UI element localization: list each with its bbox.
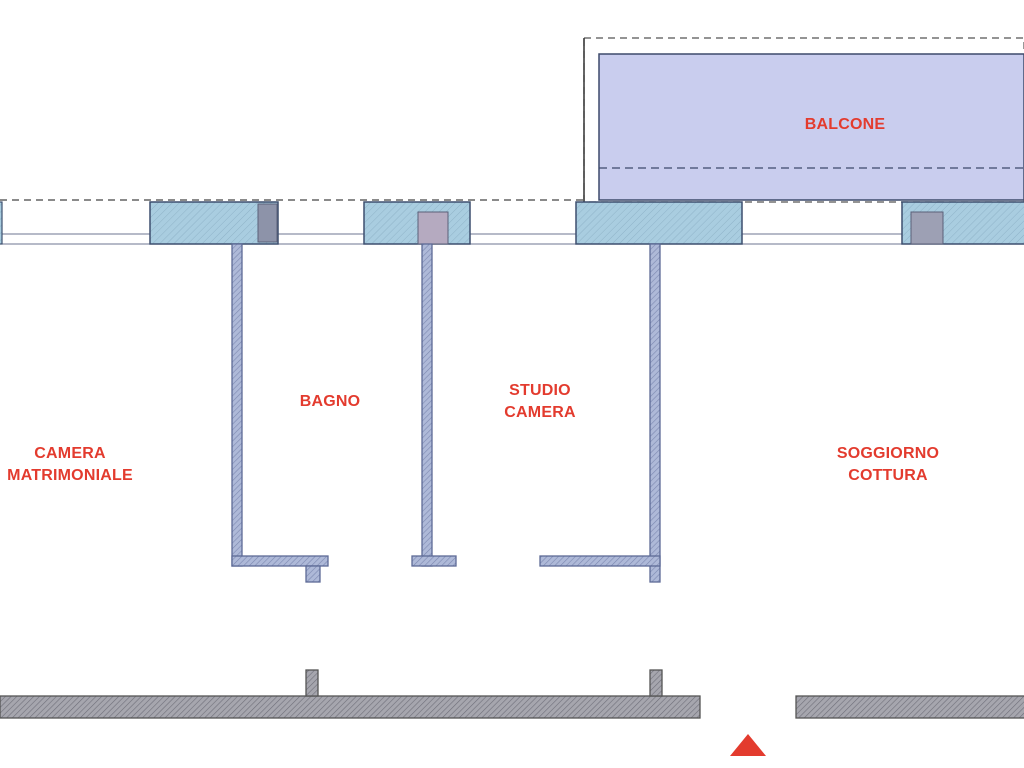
room-label-line: COTTURA: [848, 467, 928, 484]
room-label-studio: STUDIO CAMERA: [470, 380, 610, 424]
room-label-bagno: BAGNO: [270, 391, 390, 413]
corridor-wall-right: [795, 695, 1024, 719]
corridor-stub: [305, 669, 319, 697]
corridor-wall: [0, 669, 1024, 719]
pillar: [0, 201, 3, 245]
room-label-soggiorno: SOGGIORNO COTTURA: [808, 443, 968, 487]
room-label-balcone: BALCONE: [760, 114, 930, 136]
pillar-inner: [910, 211, 944, 245]
wall-bagno-bottom: [231, 555, 329, 567]
room-label-line: STUDIO: [509, 382, 571, 399]
pillar-inner: [257, 203, 278, 243]
wall-studio-foot: [411, 555, 457, 567]
corridor-stub: [649, 669, 663, 697]
pillar: [149, 201, 279, 245]
wall-bagno-left: [231, 243, 243, 567]
entrance-triangle-icon: [730, 734, 766, 756]
room-label-line: MATRIMONIALE: [7, 467, 133, 484]
wall-studio-right: [649, 243, 661, 583]
pillar-inner: [417, 211, 449, 245]
room-label-camera: CAMERA MATRIMONIALE: [0, 443, 140, 487]
room-label-line: SOGGIORNO: [836, 445, 940, 462]
window-lines: [0, 233, 902, 245]
room-label-line: CAMERA: [34, 445, 106, 462]
pillar: [363, 201, 471, 245]
wall-bagno-stub: [305, 565, 321, 583]
corridor-wall-left: [0, 695, 701, 719]
interior-walls: [231, 243, 661, 583]
balcony-floor: [598, 53, 1024, 201]
facade-pillars: [0, 201, 1024, 245]
wall-studio-bottom: [539, 555, 661, 567]
room-label-line: BALCONE: [804, 116, 886, 133]
room-label-line: CAMERA: [504, 404, 576, 421]
balcony: [583, 37, 1024, 203]
wall-studio-left: [421, 243, 433, 567]
balcony-outline: [583, 37, 1024, 203]
pillar: [575, 201, 743, 245]
room-label-line: BAGNO: [299, 393, 361, 410]
